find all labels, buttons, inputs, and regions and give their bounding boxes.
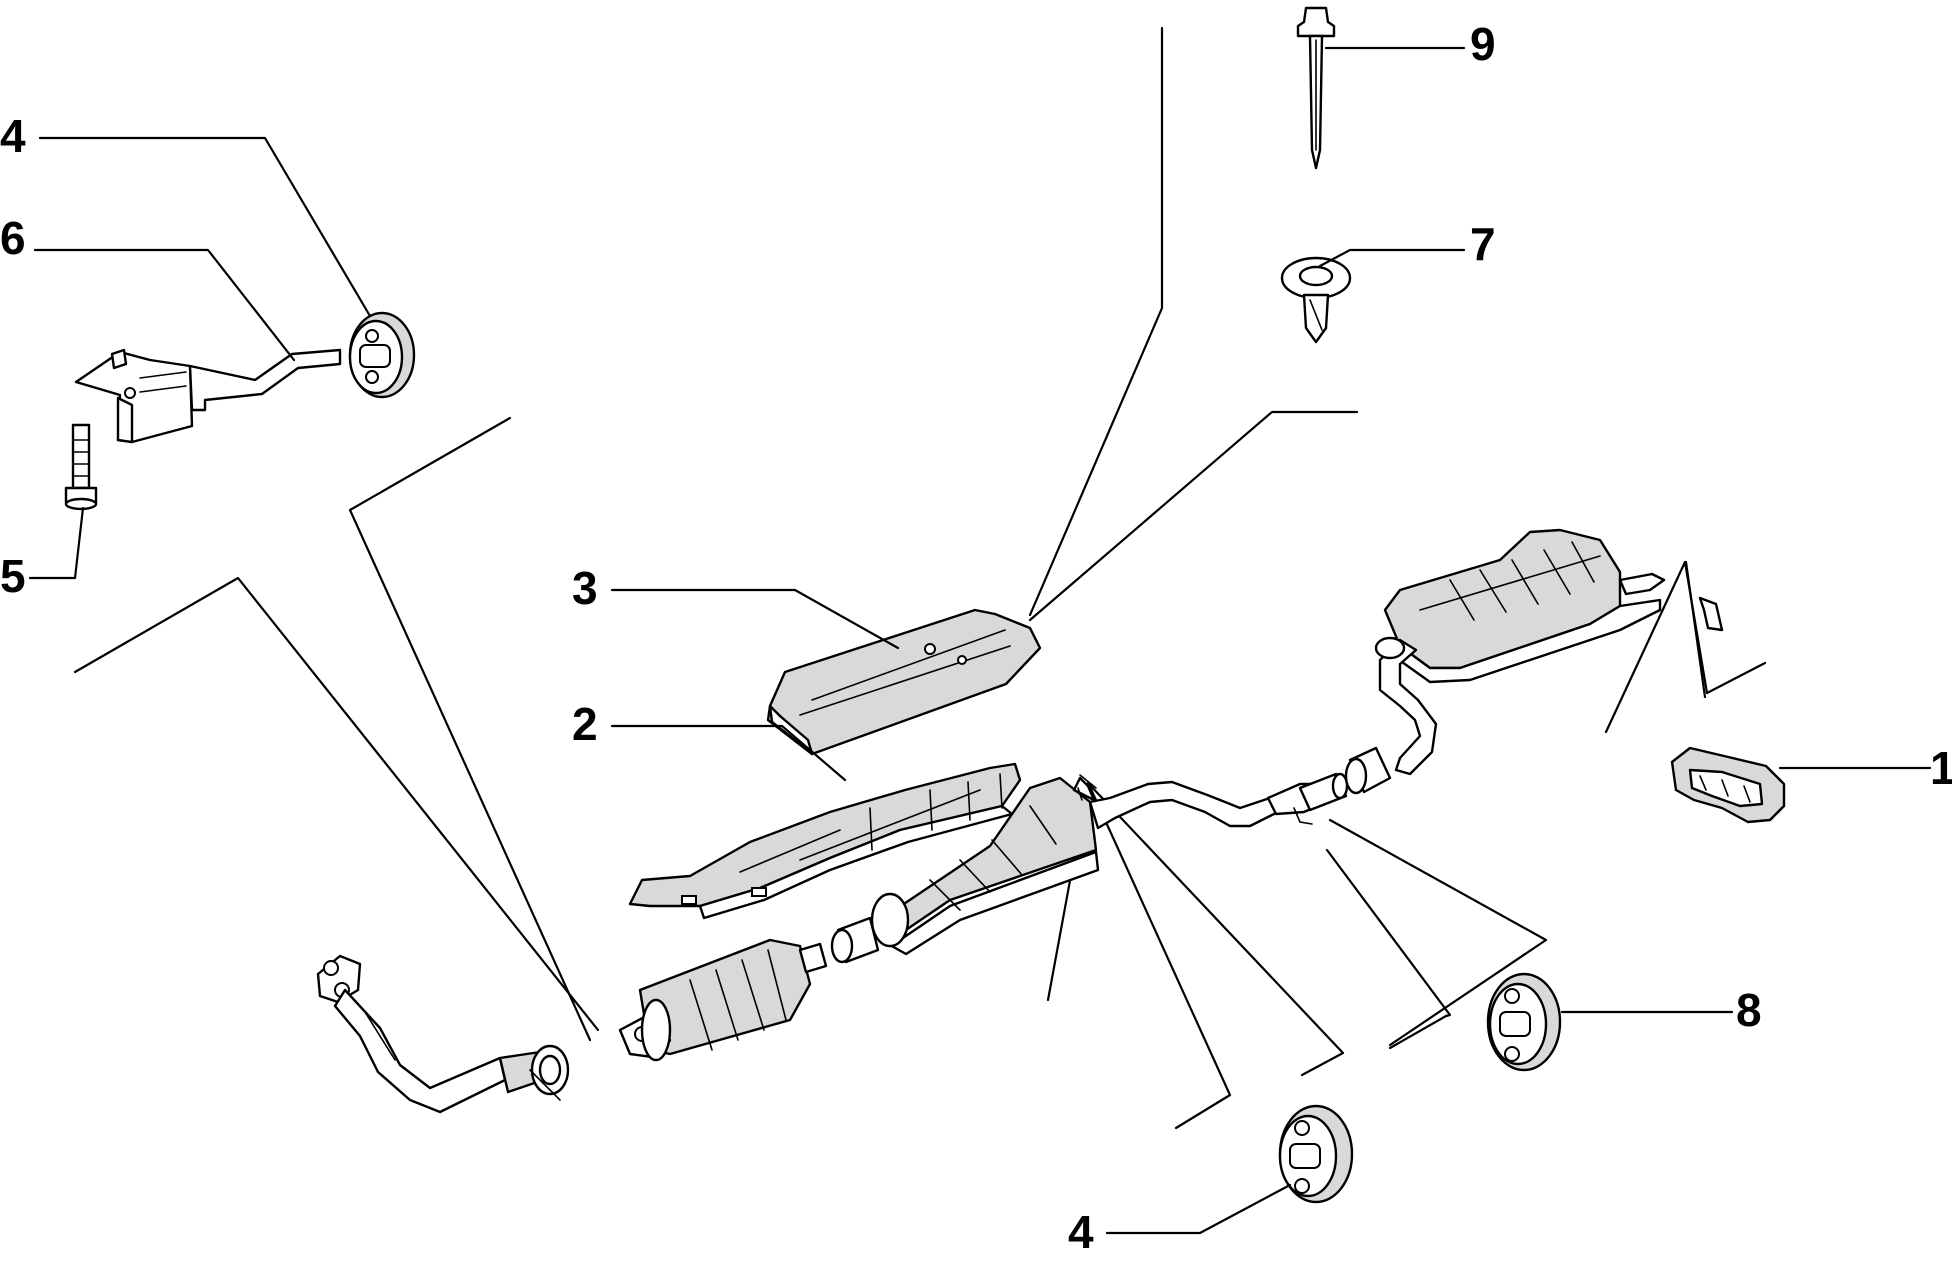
middle-pipe (1088, 772, 1349, 830)
assembly-guide-lines (73, 26, 1767, 1130)
callout-7: 7 (1470, 218, 1496, 270)
front-downpipe (316, 954, 570, 1114)
part-4-rubber-hanger-bottom (1278, 1104, 1354, 1204)
callout-4-top: 4 (0, 110, 26, 162)
part-1-rubber-hanger-oval (1670, 746, 1786, 824)
pipe-sleeve-rear (1344, 746, 1392, 795)
callout-6: 6 (0, 212, 26, 264)
callout-4-bottom: 4 (1068, 1206, 1094, 1258)
callout-8: 8 (1736, 984, 1762, 1036)
callout-labels: 1 2 3 4 4 5 6 7 8 9 (0, 18, 1952, 1258)
part-9-stud-bolt (1296, 6, 1336, 170)
part-8-rubber-hanger (1486, 972, 1562, 1072)
callout-1: 1 (1930, 742, 1952, 794)
rear-silencer (1374, 528, 1724, 776)
part-5-bolt (64, 423, 98, 511)
center-silencer (870, 774, 1100, 956)
callout-3: 3 (572, 562, 598, 614)
callout-9: 9 (1470, 18, 1496, 70)
part-7-push-clip (1280, 256, 1352, 344)
front-catalytic-converter (618, 938, 828, 1062)
callout-2: 2 (572, 698, 598, 750)
part-3-heat-shield-upper (766, 608, 1042, 756)
callout-5: 5 (0, 550, 26, 602)
pipe-sleeve-front (830, 916, 880, 964)
part-4-rubber-hanger-top (348, 311, 416, 399)
callout-leaders (28, 46, 1932, 1235)
part-6-hanger-bracket (74, 348, 342, 444)
